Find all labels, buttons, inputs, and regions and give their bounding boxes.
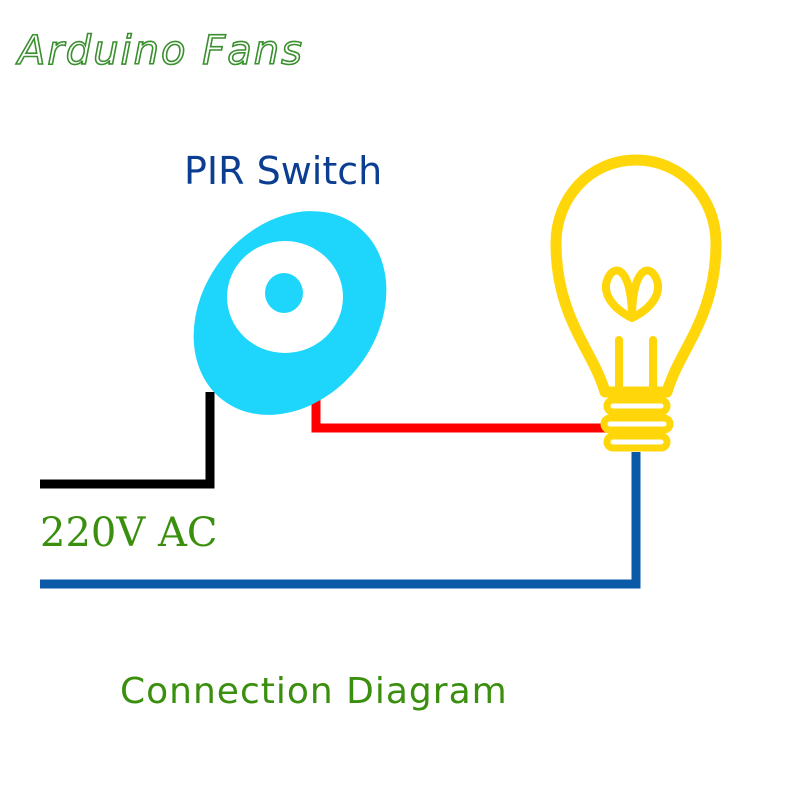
pir-sensor-icon [193,211,387,415]
live-wire [311,396,606,433]
neutral-wire [40,452,641,589]
supply-voltage-label: 220V AC [40,510,217,556]
light-bulb-icon [550,154,722,452]
pir-switch-label: PIR Switch [184,149,382,193]
brand-title: Arduino Fans [15,28,304,74]
input-wire [40,392,215,489]
diagram-caption: Connection Diagram [120,671,508,712]
